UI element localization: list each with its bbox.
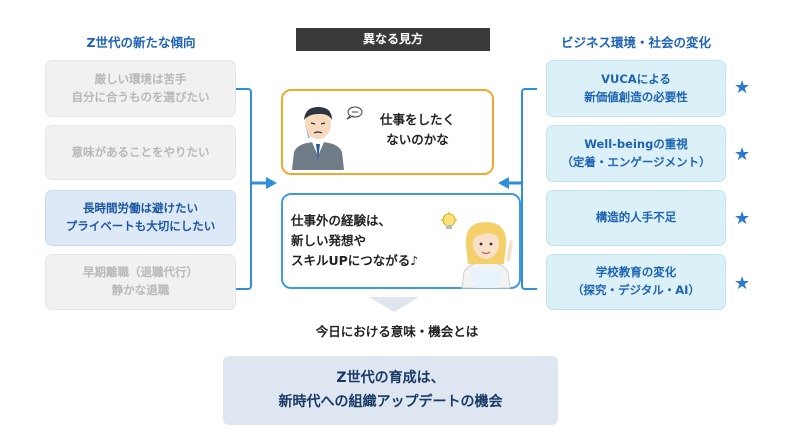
right-column-heading: ビジネス環境・社会の変化: [560, 35, 711, 50]
right-item-line: （定着・エンゲージメント）: [561, 154, 711, 169]
right-item-vuca: VUCAによる 新価値創造の必要性: [546, 60, 726, 117]
left-item-early-resign: 早期離職（退職代行） 静かな退職: [45, 254, 236, 310]
right-item-line: 構造的人手不足: [595, 210, 677, 225]
conclusion-line: 新時代への組織アップデートの機会: [278, 393, 503, 410]
left-item-line: プライベートも大切にしたい: [65, 219, 216, 233]
left-item-line: 長時間労働は避けたい: [83, 201, 198, 216]
right-arrow-head: [498, 177, 509, 189]
left-item-tough-env: 厳しい環境は苦手 自分に合うものを選びたい: [45, 60, 236, 117]
left-item-meaning: 意味があることをやりたい: [45, 125, 236, 180]
left-item-work-life: 長時間労働は避けたい プライベートも大切にしたい: [45, 190, 236, 246]
left-bracket: [236, 88, 252, 290]
positive-view-line: スキルUPにつながる♪: [291, 253, 419, 268]
right-item-education: 学校教育の変化 （探究・デジタル・AI）: [546, 254, 726, 310]
left-arrow-head: [266, 177, 277, 189]
right-item-labor-shortage: 構造的人手不足: [546, 190, 726, 246]
conclusion-line: Z世代の育成は、: [336, 370, 445, 387]
star-icon: ★: [734, 144, 751, 165]
right-item-line: Well-beingの重視: [584, 136, 688, 151]
right-item-line: （探究・デジタル・AI）: [572, 283, 700, 297]
positive-view-line: 仕事外の経験は、: [291, 213, 392, 228]
left-item-line: 早期離職（退職代行）: [83, 265, 198, 280]
positive-view-line: 新しい発想や: [291, 233, 367, 248]
center-heading: 異なる見方: [296, 28, 490, 51]
right-item-line: 学校教育の変化: [595, 265, 677, 280]
left-item-line: 自分に合うものを選びたい: [71, 89, 210, 104]
right-bracket: [521, 88, 537, 290]
right-item-wellbeing: Well-beingの重視 （定着・エンゲージメント）: [546, 125, 726, 182]
worried-view-text: 仕事をしたく ないのかな: [365, 110, 470, 150]
right-item-line: 新価値創造の必要性: [584, 89, 688, 104]
worried-view-line: 仕事をしたく: [379, 112, 455, 127]
left-item-line: 意味があることをやりたい: [71, 144, 210, 159]
conclusion-box: Z世代の育成は、 新時代への組織アップデートの機会: [223, 356, 558, 425]
speech-bubble-icon: [346, 106, 363, 120]
star-icon: ★: [734, 208, 751, 229]
right-item-line: VUCAによる: [601, 71, 671, 86]
left-item-line: 厳しい環境は苦手: [94, 71, 187, 86]
left-item-line: 静かな退職: [111, 283, 170, 297]
star-icon: ★: [734, 77, 751, 98]
down-triangle: [369, 297, 419, 312]
star-icon: ★: [734, 273, 751, 294]
positive-view-text: 仕事外の経験は、 新しい発想や スキルUPにつながる♪: [291, 211, 451, 271]
lightbulb-icon: [441, 212, 457, 229]
worried-view-line: ないのかな: [386, 132, 449, 147]
idea-woman-icon: [461, 222, 513, 289]
left-column-heading: Z世代の新たな傾向: [86, 35, 196, 50]
worried-businessman-icon: [292, 107, 344, 170]
today-meaning-label: 今日における意味・機会とは: [315, 324, 479, 339]
